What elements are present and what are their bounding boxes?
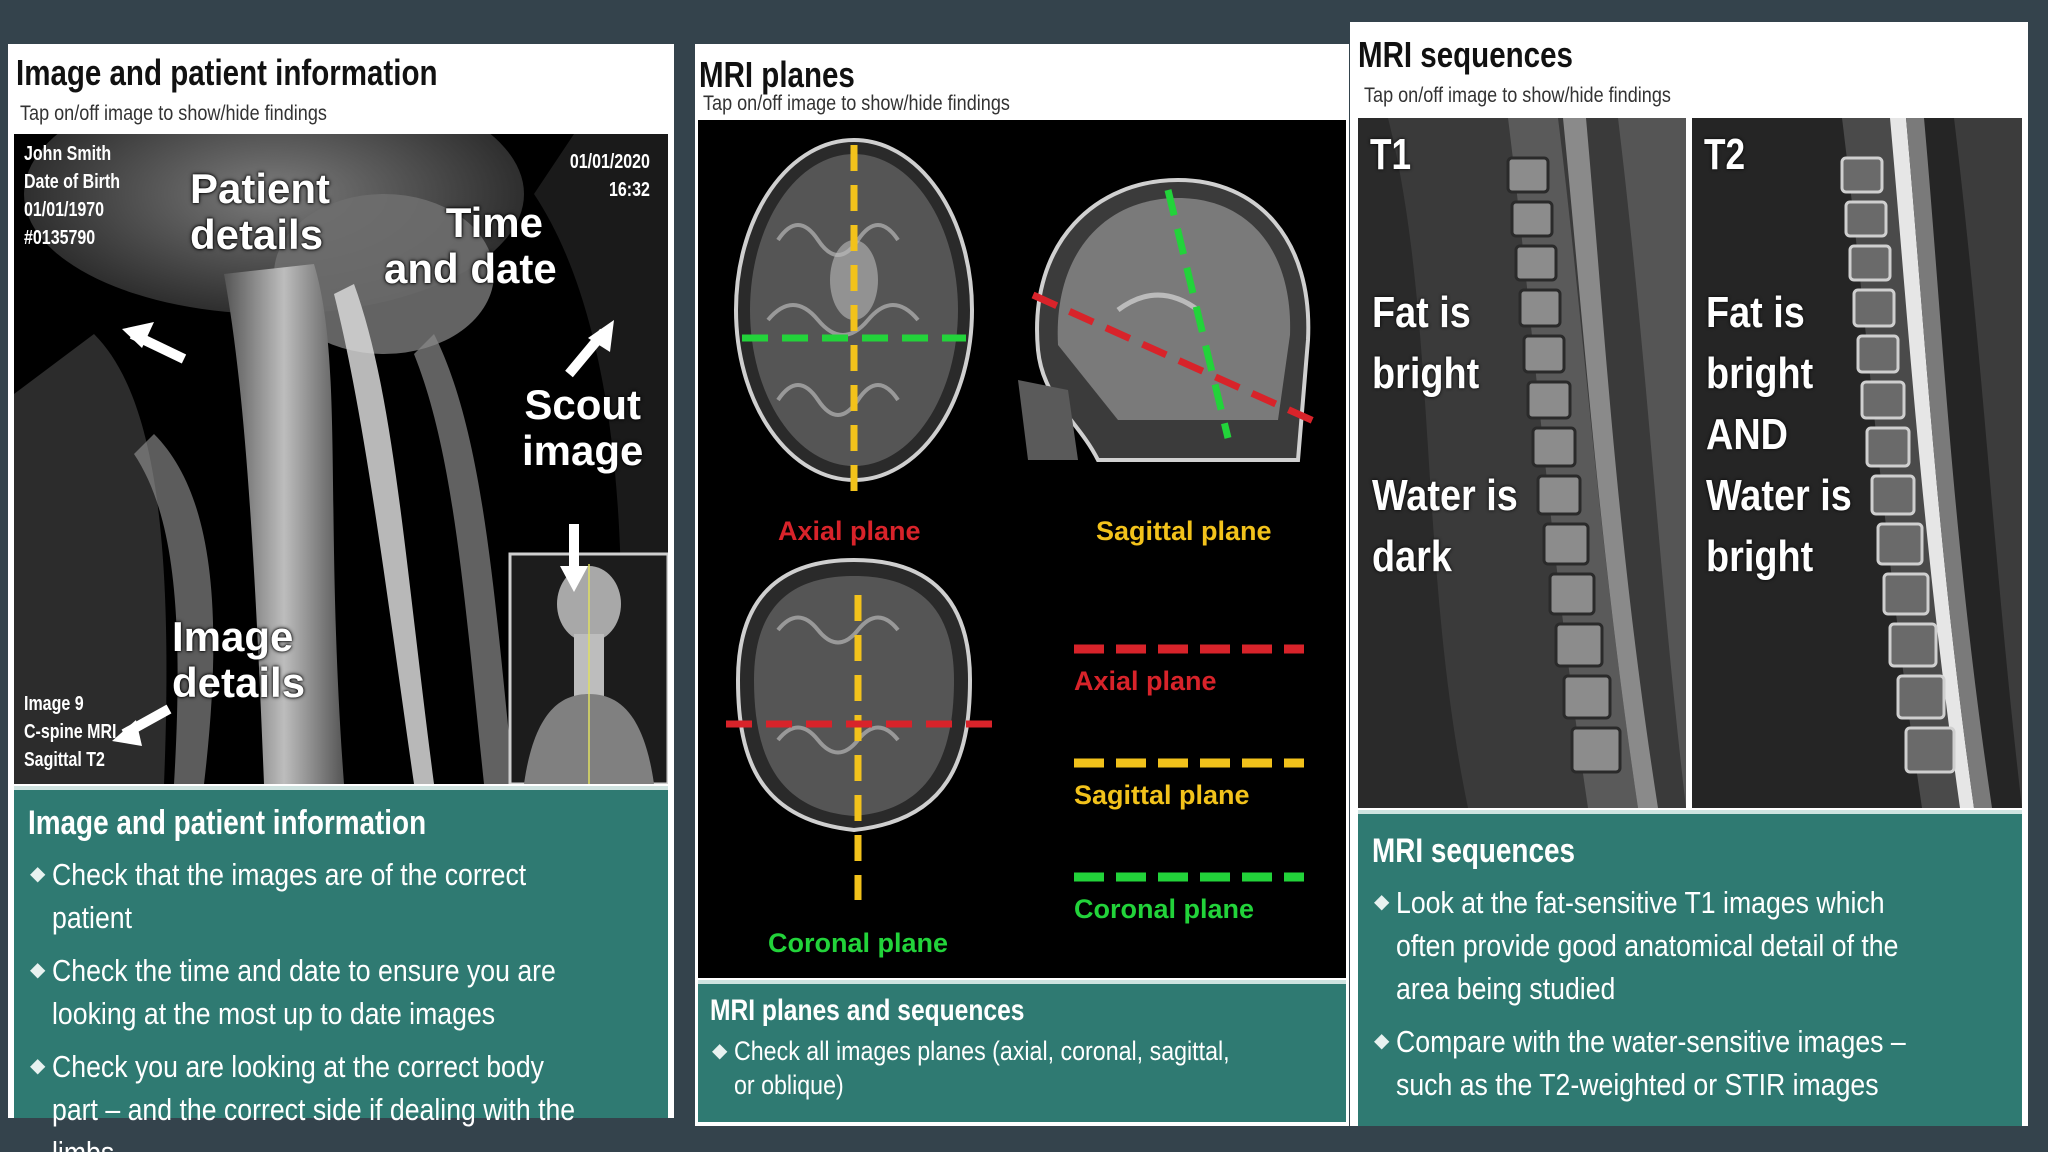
panel-subtitle: Tap on/off image to show/hide findings xyxy=(703,92,1010,115)
spine-t2-image[interactable]: T2 Fat is bright AND Water is bright xyxy=(1692,118,2022,808)
mri-planes-image[interactable]: Axial plane Sagittal plane Coronal plane… xyxy=(698,120,1346,978)
coronal-plane-label: Coronal plane xyxy=(768,928,949,958)
bullet-item: Compare with the water-sensitive images … xyxy=(1372,1020,1932,1106)
patient-details-text: John Smith Date of Birth 01/01/1970 #013… xyxy=(24,140,120,252)
annotation-line: Time xyxy=(445,199,543,246)
bullet-text: Check you are looking at the correct bod… xyxy=(52,1049,576,1152)
panel-image-patient-info: Image and patient information Tap on/off… xyxy=(8,44,674,1152)
image-details-text: Image 9 C-spine MRI Sagittal T2 xyxy=(24,690,116,774)
sagittal-plane-label: Sagittal plane xyxy=(1096,516,1272,546)
bullet-text: Check the time and date to ensure you ar… xyxy=(52,953,556,1031)
annotation-patient-details: Patient details xyxy=(190,165,331,259)
annotation-line: Scout xyxy=(524,381,642,428)
info-bullets: Check all images planes (axial, coronal,… xyxy=(710,1034,1250,1102)
panel-subtitle: Tap on/off image to show/hide findings xyxy=(20,102,327,125)
panel-title: Image and patient information xyxy=(16,52,438,93)
image-number: Image 9 xyxy=(24,693,84,715)
info-title: MRI planes and sequences xyxy=(710,994,1025,1027)
t2-line: bright xyxy=(1706,532,1814,581)
annotation-line: Patient xyxy=(190,165,331,212)
info-title: MRI sequences xyxy=(1372,832,1575,870)
patient-name: John Smith xyxy=(24,143,112,165)
t1-line: bright xyxy=(1372,349,1480,398)
t1-line: dark xyxy=(1372,532,1452,581)
spine-t1-image[interactable]: T1 Fat is bright Water is dark xyxy=(1358,118,1686,808)
t1-line xyxy=(1372,404,1518,465)
annotation-time-date: Time and date xyxy=(384,199,557,292)
t2-spine-graphic xyxy=(1692,118,2022,808)
t1-line: Fat is xyxy=(1372,288,1471,337)
annotation-image-details: Image details xyxy=(172,613,306,707)
bullet-text: Check that the images are of the correct… xyxy=(52,857,527,935)
legend-axial-label: Axial plane xyxy=(1074,666,1217,696)
annotation-line: details xyxy=(190,211,324,259)
mri-planes-graphic xyxy=(726,138,1318,900)
annotation-line: and date xyxy=(384,245,557,293)
cspine-mri-graphic xyxy=(14,134,668,784)
bullet-item: Check all images planes (axial, coronal,… xyxy=(710,1034,1250,1102)
cspine-mri-image[interactable]: John Smith Date of Birth 01/01/1970 #013… xyxy=(14,134,668,784)
bullet-item: Check you are looking at the correct bod… xyxy=(28,1045,588,1152)
annotation-line: details xyxy=(172,659,306,707)
info-box-mri-planes: MRI planes and sequences Check all image… xyxy=(698,980,1346,1122)
legend-sagittal-label: Sagittal plane xyxy=(1074,780,1250,810)
info-box-mri-sequences: MRI sequences Look at the fat-sensitive … xyxy=(1358,810,2022,1126)
dob-label: Date of Birth xyxy=(24,171,120,193)
axial-plane-label: Axial plane xyxy=(778,516,921,546)
study-time: 16:32 xyxy=(609,179,650,201)
annotation-scout-image: Scout image xyxy=(522,381,644,475)
bullet-item: Look at the fat-sensitive T1 images whic… xyxy=(1372,881,1932,1010)
bullet-item: Check the time and date to ensure you ar… xyxy=(28,949,588,1035)
legend-coronal-label: Coronal plane xyxy=(1074,894,1255,924)
panel-title: MRI planes xyxy=(699,54,855,95)
dob-value: 01/01/1970 xyxy=(24,199,105,221)
t2-line: AND xyxy=(1706,410,1788,459)
t1-line: Water is xyxy=(1372,471,1518,520)
t1-description: Fat is bright Water is dark xyxy=(1372,282,1518,587)
t1-spine-graphic xyxy=(1358,118,1686,808)
t2-line: bright xyxy=(1706,349,1814,398)
info-title: Image and patient information xyxy=(28,804,427,842)
info-bullets: Check that the images are of the correct… xyxy=(28,853,588,1152)
panel-mri-sequences: MRI sequences Tap on/off image to show/h… xyxy=(1350,22,2028,1126)
date-time-text: 01/01/2020 16:32 xyxy=(569,148,650,204)
t2-description: Fat is bright AND Water is bright xyxy=(1706,282,1852,587)
annotation-line: image xyxy=(522,427,644,475)
t1-label: T1 xyxy=(1370,130,1412,179)
study-date: 01/01/2020 xyxy=(569,151,650,173)
bullet-text: Compare with the water-sensitive images … xyxy=(1396,1024,1906,1102)
study-name: C-spine MRI xyxy=(24,721,117,743)
t2-line: Water is xyxy=(1706,471,1852,520)
annotation-line: Image xyxy=(172,613,294,660)
panel-title: MRI sequences xyxy=(1358,34,1573,75)
bullet-text: Check all images planes (axial, coronal,… xyxy=(734,1036,1230,1100)
info-bullets: Look at the fat-sensitive T1 images whic… xyxy=(1372,881,1932,1106)
info-box-image-patient: Image and patient information Check that… xyxy=(14,786,668,1152)
panel-mri-planes: MRI planes Tap on/off image to show/hide… xyxy=(695,44,1349,1126)
panel-subtitle: Tap on/off image to show/hide findings xyxy=(1364,84,1671,107)
t2-label: T2 xyxy=(1704,130,1746,179)
patient-id: #0135790 xyxy=(24,227,96,249)
bullet-item: Check that the images are of the correct… xyxy=(28,853,588,939)
t2-line: Fat is xyxy=(1706,288,1805,337)
bullet-text: Look at the fat-sensitive T1 images whic… xyxy=(1396,885,1899,1006)
series-name: Sagittal T2 xyxy=(24,749,105,771)
